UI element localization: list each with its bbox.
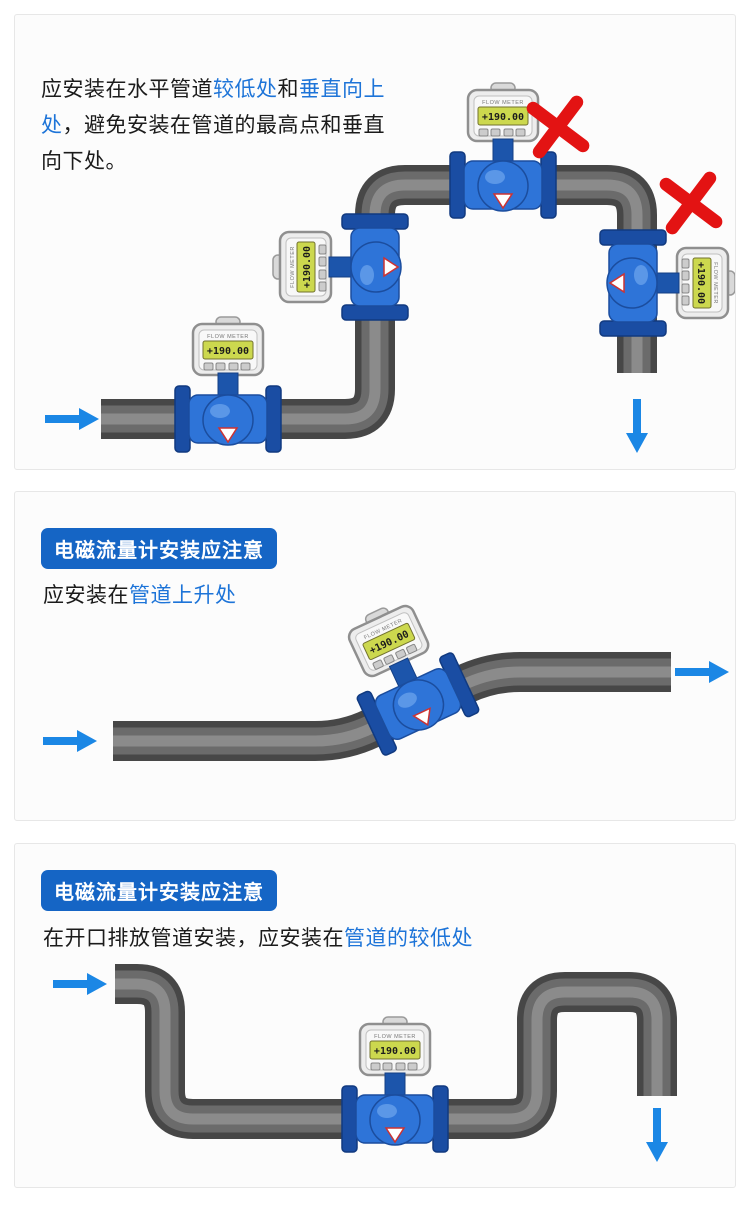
flow-in-arrow-icon	[43, 730, 97, 752]
panel-rising-pipe-rule: 电磁流量计安装应注意 应安装在管道上升处	[14, 491, 736, 821]
caption-text: ，避免安装在管道的最高点和垂直向下处。	[41, 114, 385, 174]
caption-highlight-vertical-up: 垂直向上处	[41, 78, 385, 138]
panel-horizontal-vertical-rule: 应安装在水平管道较低处和垂直向上处，避免安装在管道的最高点和垂直向下处。	[14, 14, 736, 470]
panel3-caption: 在开口排放管道安装，应安装在管道的较低处	[43, 921, 473, 957]
panel-open-discharge-rule: 电磁流量计安装应注意 在开口排放管道安装，应安装在管道的较低处	[14, 843, 736, 1188]
flow-in-arrow-icon	[53, 973, 107, 995]
notice-badge: 电磁流量计安装应注意	[41, 870, 277, 911]
flowmeter-correct-low-point	[340, 1015, 450, 1154]
caption-highlight-low-point: 管道的较低处	[344, 927, 473, 950]
flowmeter-correct-vertical-up	[271, 212, 410, 322]
flow-out-arrow-icon	[675, 661, 729, 683]
flowmeter-wrong-vertical-down	[598, 228, 735, 338]
notice-badge: 电磁流量计安装应注意	[41, 528, 277, 569]
flow-in-arrow-icon	[45, 408, 99, 430]
panel1-caption: 应安装在水平管道较低处和垂直向上处，避免安装在管道的最高点和垂直向下处。	[41, 72, 393, 180]
panel2-caption: 应安装在管道上升处	[43, 578, 237, 614]
error-x-icon	[533, 102, 583, 152]
error-x-icon	[666, 178, 716, 228]
caption-highlight-rising-pipe: 管道上升处	[129, 584, 237, 607]
flowmeter-correct-low-point	[173, 315, 283, 454]
flow-out-arrow-icon	[626, 399, 648, 453]
caption-text: 应安装在	[43, 584, 129, 607]
caption-text: 在开口排放管道安装，应安装在	[43, 927, 344, 950]
caption-highlight-low-point: 较低处	[213, 78, 278, 101]
caption-text: 和	[277, 78, 299, 101]
flow-out-arrow-icon	[646, 1108, 668, 1162]
caption-text: 应安装在水平管道	[41, 78, 213, 101]
